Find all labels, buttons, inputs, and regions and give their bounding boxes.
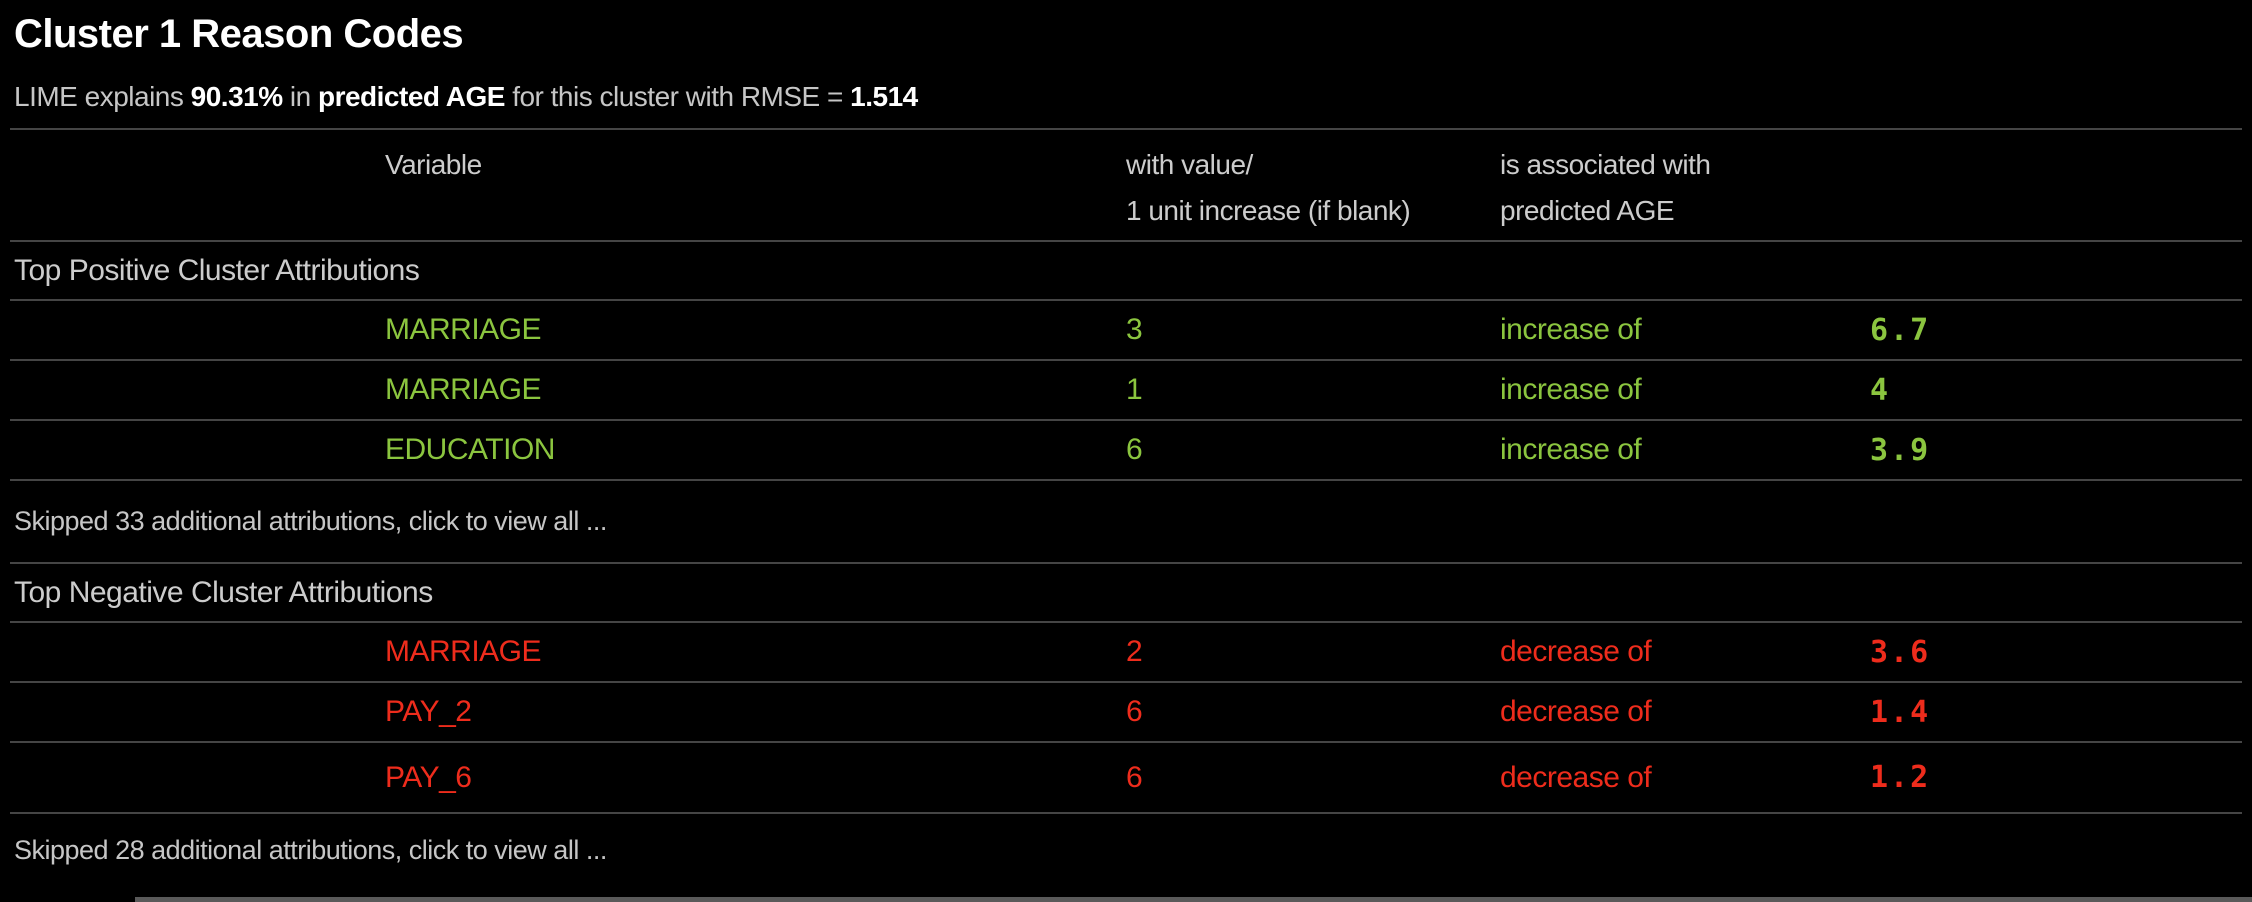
- positive-section-title: Top Positive Cluster Attributions: [10, 240, 2242, 299]
- col-header-association-line1: is associated with: [1500, 149, 1711, 180]
- row-amount: 1.4: [1870, 694, 1931, 730]
- row-value: 6: [1126, 695, 1143, 728]
- row-amount: 3.9: [1870, 432, 1931, 468]
- row-variable: MARRIAGE: [385, 635, 542, 668]
- positive-attribution-row[interactable]: MARRIAGE 3 increase of 6.7: [10, 299, 2242, 359]
- row-variable: EDUCATION: [385, 433, 555, 466]
- partial-bottom-element: [135, 897, 2252, 902]
- summary-target-name: predicted AGE: [317, 81, 505, 112]
- row-direction: decrease of: [1500, 695, 1652, 728]
- row-variable: PAY_2: [385, 695, 472, 728]
- row-value: 2: [1126, 635, 1143, 668]
- row-variable: PAY_6: [385, 760, 472, 794]
- positive-attribution-row[interactable]: MARRIAGE 1 increase of 4: [10, 359, 2242, 419]
- summary-explained-percent: 90.31%: [190, 81, 283, 112]
- summary-segment: LIME explains: [14, 81, 191, 112]
- summary-rmse-value: 1.514: [850, 81, 918, 112]
- row-value: 1: [1126, 373, 1143, 406]
- col-header-association: is associated with predicted AGE: [1500, 142, 1870, 234]
- row-value: 6: [1126, 433, 1143, 466]
- row-direction: decrease of: [1500, 760, 1652, 794]
- row-direction: decrease of: [1500, 635, 1652, 668]
- negative-section-title: Top Negative Cluster Attributions: [10, 562, 2242, 621]
- row-amount: 4: [1870, 372, 1891, 408]
- summary-segment: for this cluster with RMSE =: [504, 81, 851, 112]
- row-direction: increase of: [1500, 373, 1642, 406]
- positive-attribution-row[interactable]: EDUCATION 6 increase of 3.9: [10, 419, 2242, 479]
- row-variable: MARRIAGE: [385, 313, 542, 346]
- col-header-association-line2: predicted AGE: [1500, 195, 1675, 226]
- positive-skipped-note[interactable]: Skipped 33 additional attributions, clic…: [10, 479, 2242, 562]
- row-value: 3: [1126, 313, 1143, 346]
- col-header-variable: Variable: [385, 149, 482, 180]
- row-amount: 1.2: [1870, 760, 1931, 795]
- col-header-value-line1: with value/: [1126, 149, 1253, 180]
- row-direction: increase of: [1500, 313, 1642, 346]
- negative-attribution-row[interactable]: PAY_6 6 decrease of 1.2: [10, 741, 2242, 812]
- table-header-row: Variable with value/ 1 unit increase (if…: [10, 128, 2242, 240]
- row-amount: 3.6: [1870, 634, 1931, 670]
- negative-attribution-row[interactable]: PAY_2 6 decrease of 1.4: [10, 681, 2242, 741]
- row-amount: 6.7: [1870, 312, 1931, 348]
- row-direction: increase of: [1500, 433, 1642, 466]
- lime-summary-text: LIME explains 90.31% in predicted AGE fo…: [14, 82, 2242, 128]
- col-header-value-line2: 1 unit increase (if blank): [1126, 195, 1411, 226]
- row-variable: MARRIAGE: [385, 373, 542, 406]
- col-header-value: with value/ 1 unit increase (if blank): [1126, 142, 1500, 234]
- page-title: Cluster 1 Reason Codes: [14, 12, 464, 56]
- negative-attribution-row[interactable]: MARRIAGE 2 decrease of 3.6: [10, 621, 2242, 681]
- summary-segment: in: [282, 81, 318, 112]
- negative-skipped-note[interactable]: Skipped 28 additional attributions, clic…: [10, 812, 2242, 886]
- row-value: 6: [1126, 760, 1143, 794]
